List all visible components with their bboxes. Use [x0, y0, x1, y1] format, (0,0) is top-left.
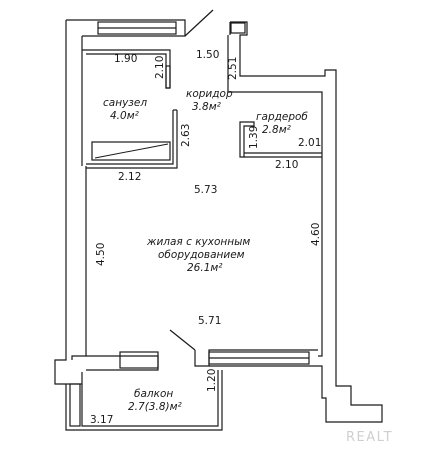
dim-living-width-bottom: 5.71: [198, 315, 221, 327]
dim-bath-height: 2.63: [180, 124, 192, 147]
dim-corridor-width: 1.50: [196, 49, 219, 61]
dim-bath-width-bottom: 2.12: [118, 171, 141, 183]
living-area: 26.1м²: [187, 262, 223, 274]
watermark: REALT: [346, 430, 393, 445]
wardrobe-walls: [239, 121, 322, 158]
corridor-name: коридор: [186, 88, 233, 100]
balcony-area: 2.7(3.8)м²: [128, 401, 183, 413]
dim-bath-width: 1.90: [114, 53, 137, 65]
dim-bath-height-small: 2.10: [154, 56, 166, 79]
dim-corridor-height: 2.51: [227, 57, 239, 80]
balcony-walls: [54, 329, 318, 431]
bathroom-area: 4.0м²: [110, 110, 140, 122]
wardrobe-name: гардероб: [256, 111, 308, 123]
wardrobe-area: 2.8м²: [262, 124, 292, 136]
bathroom-walls: [82, 49, 178, 169]
dim-balcony-height: 1.20: [206, 369, 218, 392]
living-name-line2: оборудованием: [158, 249, 245, 261]
corridor-area: 3.8м²: [192, 101, 222, 113]
dim-living-width-top: 5.73: [194, 184, 217, 196]
balcony-name: балкон: [134, 388, 173, 400]
dim-living-height-left: 4.50: [95, 243, 107, 266]
bathroom-name: санузел: [103, 97, 147, 109]
dim-wardrobe-width-bottom: 2.10: [275, 159, 298, 171]
exterior-walls: [54, 9, 383, 423]
dim-balcony-width: 3.17: [90, 414, 113, 426]
dim-wardrobe-height: 1.39: [248, 126, 260, 149]
dim-wardrobe-width-top: 2.01: [298, 137, 321, 149]
dim-living-height-right: 4.60: [310, 223, 322, 246]
living-name-line1: жилая с кухонным: [146, 236, 250, 248]
